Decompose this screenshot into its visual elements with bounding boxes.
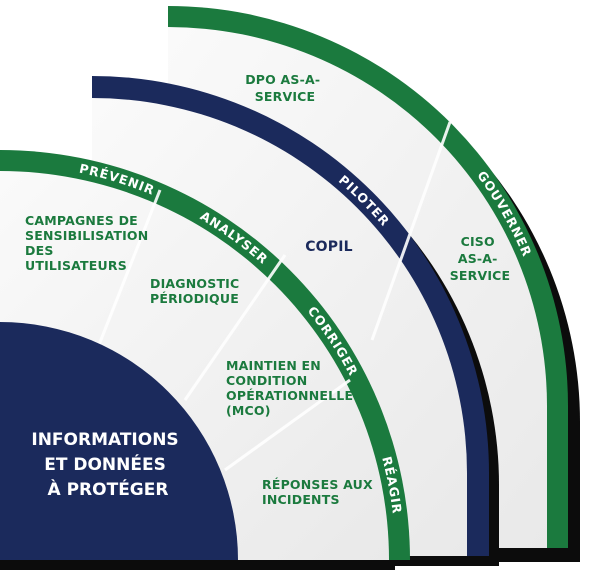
mco-line-2: CONDITION: [226, 373, 307, 388]
diagnostic-line-2: PÉRIODIQUE: [150, 291, 239, 306]
dpo-line-1: DPO AS-A-: [245, 72, 320, 87]
ciso-line-3: SERVICE: [450, 268, 511, 283]
core-title: INFORMATIONS ET DONNÉES À PROTÉGER: [31, 430, 184, 500]
dpo-line-2: SERVICE: [255, 89, 316, 104]
segment-campagnes-sensibilisation: CAMPAGNES DE SENSIBILISATION DES UTILISA…: [25, 213, 153, 273]
campagnes-line-1: CAMPAGNES DE: [25, 213, 138, 228]
segment-dividers: [93, 121, 452, 472]
ciso-line-1: CISO: [461, 234, 495, 249]
mco-line-4: (MCO): [226, 403, 271, 418]
divider-inner-1: [93, 189, 162, 356]
segment-maintien-condition-operationnelle: MAINTIEN EN CONDITION OPÉRATIONNELLE (MC…: [226, 358, 358, 418]
segment-reponses-incidents: RÉPONSES AUX INCIDENTS: [262, 477, 377, 507]
diagnostic-line-1: DIAGNOSTIC: [150, 276, 239, 291]
campagnes-line-2: SENSIBILISATION: [25, 228, 148, 243]
ciso-line-2: AS-A-: [458, 251, 498, 266]
core-disc: [0, 322, 238, 560]
segment-dpo-as-a-service: DPO AS-A- SERVICE: [245, 72, 325, 104]
segment-copil: COPIL: [305, 239, 353, 255]
divider-outer: [370, 121, 452, 341]
reponses-line-1: RÉPONSES AUX: [262, 477, 373, 492]
copil-line-1: COPIL: [305, 239, 353, 255]
divider-inner-3: [224, 378, 351, 472]
reponses-line-2: INCIDENTS: [262, 492, 340, 507]
mco-line-1: MAINTIEN EN: [226, 358, 321, 373]
campagnes-line-3: DES: [25, 243, 54, 258]
segment-ciso-as-a-service: CISO AS-A- SERVICE: [450, 234, 511, 283]
campagnes-line-4: UTILISATEURS: [25, 258, 127, 273]
core-line-1: INFORMATIONS: [31, 430, 178, 450]
core-line-3: À PROTÉGER: [48, 478, 169, 500]
divider-inner-2: [183, 254, 287, 401]
core-line-2: ET DONNÉES: [44, 453, 166, 475]
mco-line-3: OPÉRATIONNELLE: [226, 388, 353, 403]
segment-diagnostic-periodique: DIAGNOSTIC PÉRIODIQUE: [150, 276, 244, 306]
